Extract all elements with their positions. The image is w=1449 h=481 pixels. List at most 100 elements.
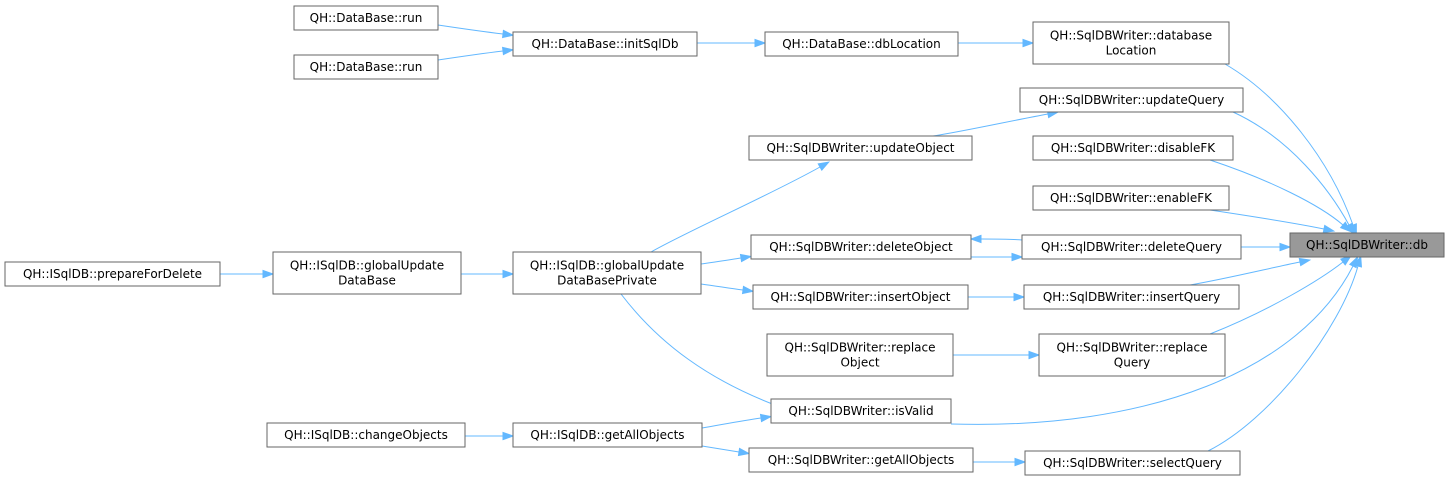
arrowhead-icon bbox=[1339, 254, 1353, 266]
arrowhead-icon bbox=[1298, 257, 1312, 267]
node-label: DataBase bbox=[338, 274, 396, 288]
edge-initSqlDb-to-dbLocation bbox=[696, 38, 767, 48]
edge-enableFK-to-db bbox=[1209, 209, 1336, 234]
edge-selectQuery-to-db bbox=[1207, 254, 1363, 452]
node-updateObject[interactable]: QH::SqlDBWriter::updateObject bbox=[748, 135, 973, 161]
edge-line bbox=[1209, 261, 1344, 335]
node-label: QH::SqlDBWriter::enableFK bbox=[1050, 191, 1213, 205]
edge-dbLocation-to-databaseLocation bbox=[957, 38, 1035, 48]
node-dbLocation[interactable]: QH::DataBase::dbLocation bbox=[764, 31, 959, 57]
edge-globalUpdateDataBasePrivate-to-deleteObject bbox=[700, 253, 753, 265]
edge-databaseLocation-to-db bbox=[1224, 63, 1357, 236]
edge-insertQuery-to-db bbox=[1189, 257, 1312, 286]
node-box bbox=[4, 261, 221, 287]
edge-line bbox=[1207, 265, 1359, 452]
node-label: QH::SqlDBWriter::insertQuery bbox=[1043, 290, 1220, 304]
node-box bbox=[512, 31, 698, 57]
node-label: QH::SqlDBWriter::replace bbox=[785, 341, 936, 355]
node-box bbox=[1032, 21, 1230, 65]
node-label: QH::SqlDBWriter::disableFK bbox=[1051, 141, 1216, 155]
node-insertQuery[interactable]: QH::SqlDBWriter::insertQuery bbox=[1023, 284, 1240, 310]
edge-line bbox=[701, 445, 740, 453]
node-insertObject[interactable]: QH::SqlDBWriter::insertObject bbox=[752, 284, 969, 310]
edge-line bbox=[950, 265, 1354, 425]
call-nodes: QH::SqlDBWriter::dbQH::DataBase::runQH::… bbox=[4, 5, 1445, 476]
edge-globalUpdateDataBasePrivate-to-insertObject bbox=[700, 283, 755, 295]
edge-disableFK-to-db bbox=[1209, 159, 1352, 233]
node-box bbox=[293, 54, 439, 80]
arrowhead-icon bbox=[969, 234, 982, 244]
node-box bbox=[512, 251, 702, 295]
node-label: Location bbox=[1106, 44, 1157, 58]
node-isValid[interactable]: QH::SqlDBWriter::isValid bbox=[770, 398, 952, 424]
arrowhead-icon bbox=[1322, 224, 1336, 234]
node-label: QH::DataBase::run bbox=[310, 11, 423, 25]
node-label: QH::SqlDBWriter::updateQuery bbox=[1039, 93, 1224, 107]
node-box bbox=[512, 422, 703, 448]
node-deleteObject[interactable]: QH::SqlDBWriter::deleteObject bbox=[750, 234, 972, 260]
node-box bbox=[1038, 333, 1226, 377]
edge-globalUpdateDataBasePrivate-to-updateObject bbox=[650, 161, 831, 253]
edge-writerGetAllObjects-to-selectQuery bbox=[973, 457, 1027, 467]
node-isqlGetAllObjects[interactable]: QH::ISqlDB::getAllObjects bbox=[512, 422, 703, 448]
edge-deleteObject-to-deleteQuery bbox=[970, 252, 1024, 262]
node-selectQuery[interactable]: QH::SqlDBWriter::selectQuery bbox=[1024, 450, 1241, 476]
node-box bbox=[1024, 450, 1241, 476]
node-label: QH::DataBase::run bbox=[310, 60, 423, 74]
edge-line bbox=[1224, 63, 1354, 226]
edge-line bbox=[650, 166, 821, 253]
edge-line bbox=[701, 417, 762, 429]
node-initSqlDb[interactable]: QH::DataBase::initSqlDb bbox=[512, 31, 698, 57]
node-disableFK[interactable]: QH::SqlDBWriter::disableFK bbox=[1032, 135, 1234, 161]
node-label: QH::SqlDBWriter::replace bbox=[1057, 341, 1208, 355]
node-box bbox=[266, 422, 466, 448]
node-updateQuery[interactable]: QH::SqlDBWriter::updateQuery bbox=[1019, 87, 1244, 113]
node-dbrun2[interactable]: QH::DataBase::run bbox=[293, 54, 439, 80]
node-box bbox=[1019, 87, 1244, 113]
edge-updateObject-to-updateQuery bbox=[932, 109, 1060, 137]
arrowhead-icon bbox=[739, 253, 753, 263]
node-writerGetAllObjects[interactable]: QH::SqlDBWriter::getAllObjects bbox=[748, 447, 974, 473]
edge-line bbox=[437, 24, 504, 35]
edge-isqlGetAllObjects-to-isValid bbox=[701, 413, 773, 429]
arrowhead-icon bbox=[1028, 350, 1041, 360]
node-label: QH::SqlDBWriter::deleteObject bbox=[769, 240, 953, 254]
arrowhead-icon bbox=[754, 38, 767, 48]
edge-replaceQuery-to-db bbox=[1209, 254, 1353, 335]
node-box bbox=[1032, 135, 1234, 161]
node-changeObjects[interactable]: QH::ISqlDB::changeObjects bbox=[266, 422, 466, 448]
node-label: QH::SqlDBWriter::selectQuery bbox=[1043, 456, 1222, 470]
node-box bbox=[748, 135, 973, 161]
node-label: QH::ISqlDB::globalUpdate bbox=[290, 259, 444, 273]
node-label: Query bbox=[1114, 356, 1150, 370]
node-db[interactable]: QH::SqlDBWriter::db bbox=[1289, 232, 1445, 258]
node-box bbox=[1032, 185, 1230, 211]
edge-globalUpdateDataBase-to-globalUpdateDataBasePrivate bbox=[460, 269, 515, 279]
edge-line bbox=[437, 50, 504, 61]
node-enableFK[interactable]: QH::SqlDBWriter::enableFK bbox=[1032, 185, 1230, 211]
arrowhead-icon bbox=[1353, 254, 1363, 268]
edge-changeObjects-to-isqlGetAllObjects bbox=[465, 431, 515, 441]
node-label: DataBasePrivate bbox=[557, 274, 657, 288]
edge-updateQuery-to-db bbox=[1232, 111, 1355, 236]
arrowhead-icon bbox=[1014, 457, 1027, 467]
arrowhead-icon bbox=[1279, 242, 1292, 252]
node-label: QH::ISqlDB::prepareForDelete bbox=[23, 267, 202, 281]
arrowhead-icon bbox=[262, 269, 275, 279]
node-label: QH::ISqlDB::getAllObjects bbox=[530, 428, 684, 442]
node-dbrun1[interactable]: QH::DataBase::run bbox=[293, 5, 439, 31]
node-deleteQuery[interactable]: QH::SqlDBWriter::deleteQuery bbox=[1021, 234, 1242, 260]
node-box bbox=[752, 284, 969, 310]
call-edges bbox=[219, 24, 1363, 467]
node-label: QH::SqlDBWriter::insertObject bbox=[771, 290, 951, 304]
arrowhead-icon bbox=[1011, 252, 1024, 262]
node-prepareForDelete[interactable]: QH::ISqlDB::prepareForDelete bbox=[4, 261, 221, 287]
edge-deleteQuery-to-db bbox=[1241, 242, 1292, 252]
node-box bbox=[764, 31, 959, 57]
